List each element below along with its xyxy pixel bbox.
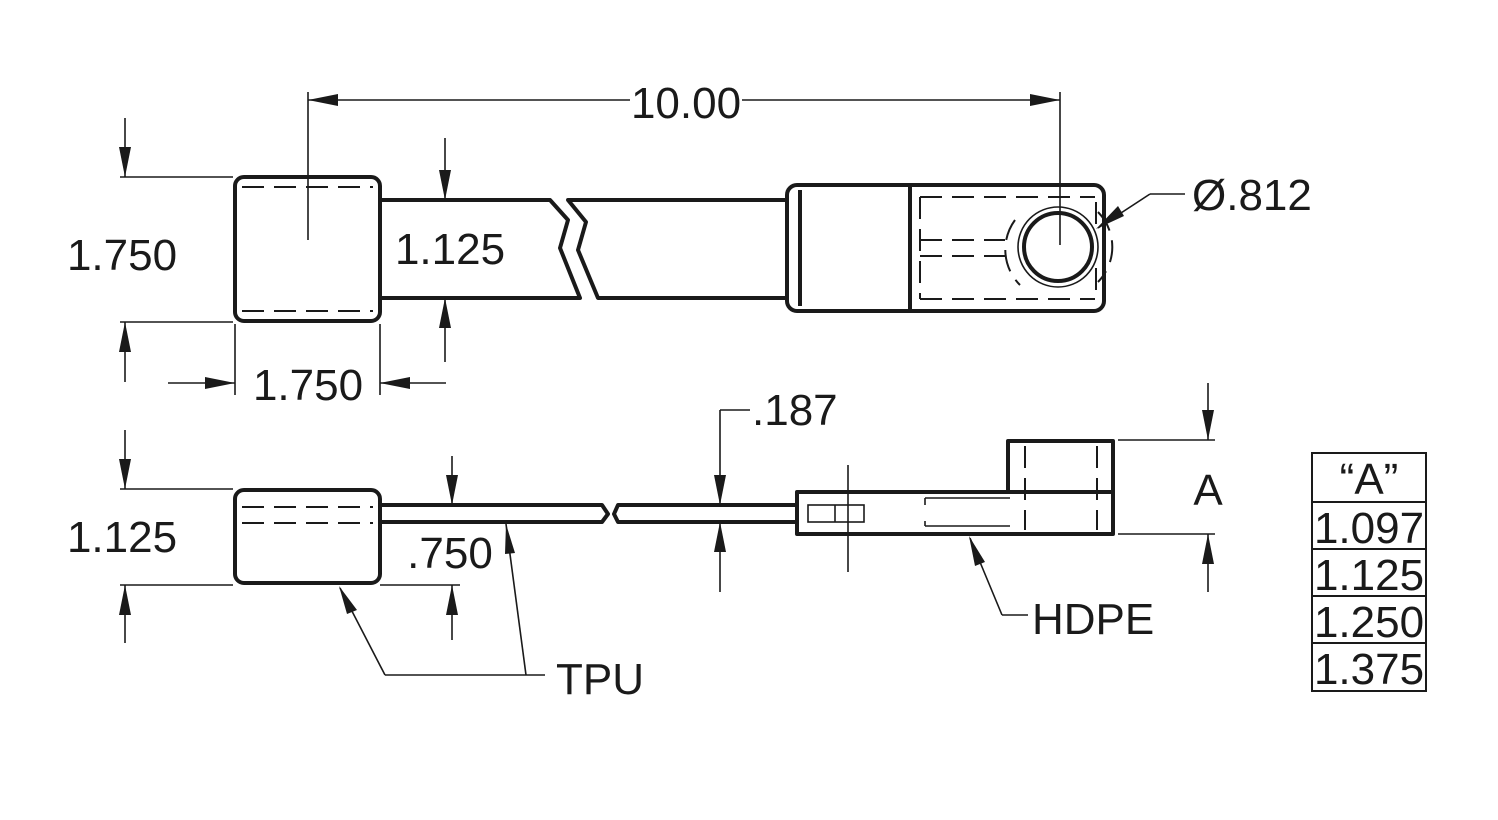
arrow-icon [119,585,131,615]
arrow-icon [1202,534,1214,564]
dim-label-variable-height: A [1193,466,1223,515]
arrow-icon [308,94,338,106]
dim-label-overall: 10.00 [631,79,741,128]
arrow-icon [1030,94,1060,106]
dim-label-strap-offset: .750 [407,529,493,578]
dim-overall-length: 10.00 [307,79,1061,245]
arrow-icon [714,522,726,552]
callout-hdpe: HDPE [969,536,1154,644]
side-tpu-head [233,488,382,585]
side-hdpe-end [795,439,1115,536]
dim-strap-width: 1.125 [395,138,505,362]
arrow-icon [446,475,458,505]
dim-label-top-head-height: 1.750 [67,231,177,280]
dim-side-head-height: 1.125 [67,430,233,643]
arrow-icon [119,459,131,489]
dim-top-head-height: 1.750 [67,118,233,382]
hidden-slot [919,196,1097,300]
arrow-icon [119,147,131,177]
dim-label-strap-width: 1.125 [395,225,505,274]
arrow-icon [969,536,985,566]
table-cell: 1.125 [1314,551,1424,600]
dim-strap-offset: .750 [380,456,493,640]
table-header: “A” [1340,455,1399,504]
arrow-icon [446,585,458,615]
dim-label-diameter: Ø.812 [1192,171,1312,220]
eyelet-outer [1017,206,1099,288]
arrow-icon [439,170,451,200]
eyelet-hole [1022,211,1094,283]
arrow-icon [714,475,726,505]
callout-tpu: TPU [339,523,644,704]
a-values-table: “A” 1.097 1.125 1.250 1.375 [1311,452,1427,694]
table-cell: 1.375 [1314,645,1424,694]
hidden-arc [1097,211,1114,283]
side-strap-left [380,503,610,524]
side-strap-right [612,503,797,524]
dim-top-head-width: 1.750 [168,324,446,410]
top-view [233,175,1114,323]
dim-strap-thickness: .187 [714,386,838,592]
top-strap-right [566,198,785,300]
table-border [1311,452,1427,692]
arrow-icon [505,524,515,554]
dim-label-side-head-height: 1.125 [67,513,177,562]
top-strap-left [380,198,582,300]
arrow-icon [1202,410,1214,440]
dim-hole-diameter: Ø.812 [1096,171,1312,229]
dim-variable-height: A [1118,383,1223,592]
dim-label-top-head-width: 1.750 [253,361,363,410]
table-cell: 1.097 [1314,504,1424,553]
top-hdpe-end [785,183,1106,313]
arrow-icon [119,322,131,352]
side-view [233,439,1115,585]
material-label-hdpe: HDPE [1032,595,1154,644]
arrow-icon [339,586,357,614]
hidden-arc [1004,219,1021,286]
arrow-icon [1096,206,1124,229]
dim-label-strap-thickness: .187 [752,386,838,435]
material-label-tpu: TPU [556,655,644,704]
arrow-icon [380,377,410,389]
arrow-icon [205,377,235,389]
insert-slot [807,504,865,523]
arrow-icon [439,298,451,328]
table-cell: 1.250 [1314,598,1424,647]
